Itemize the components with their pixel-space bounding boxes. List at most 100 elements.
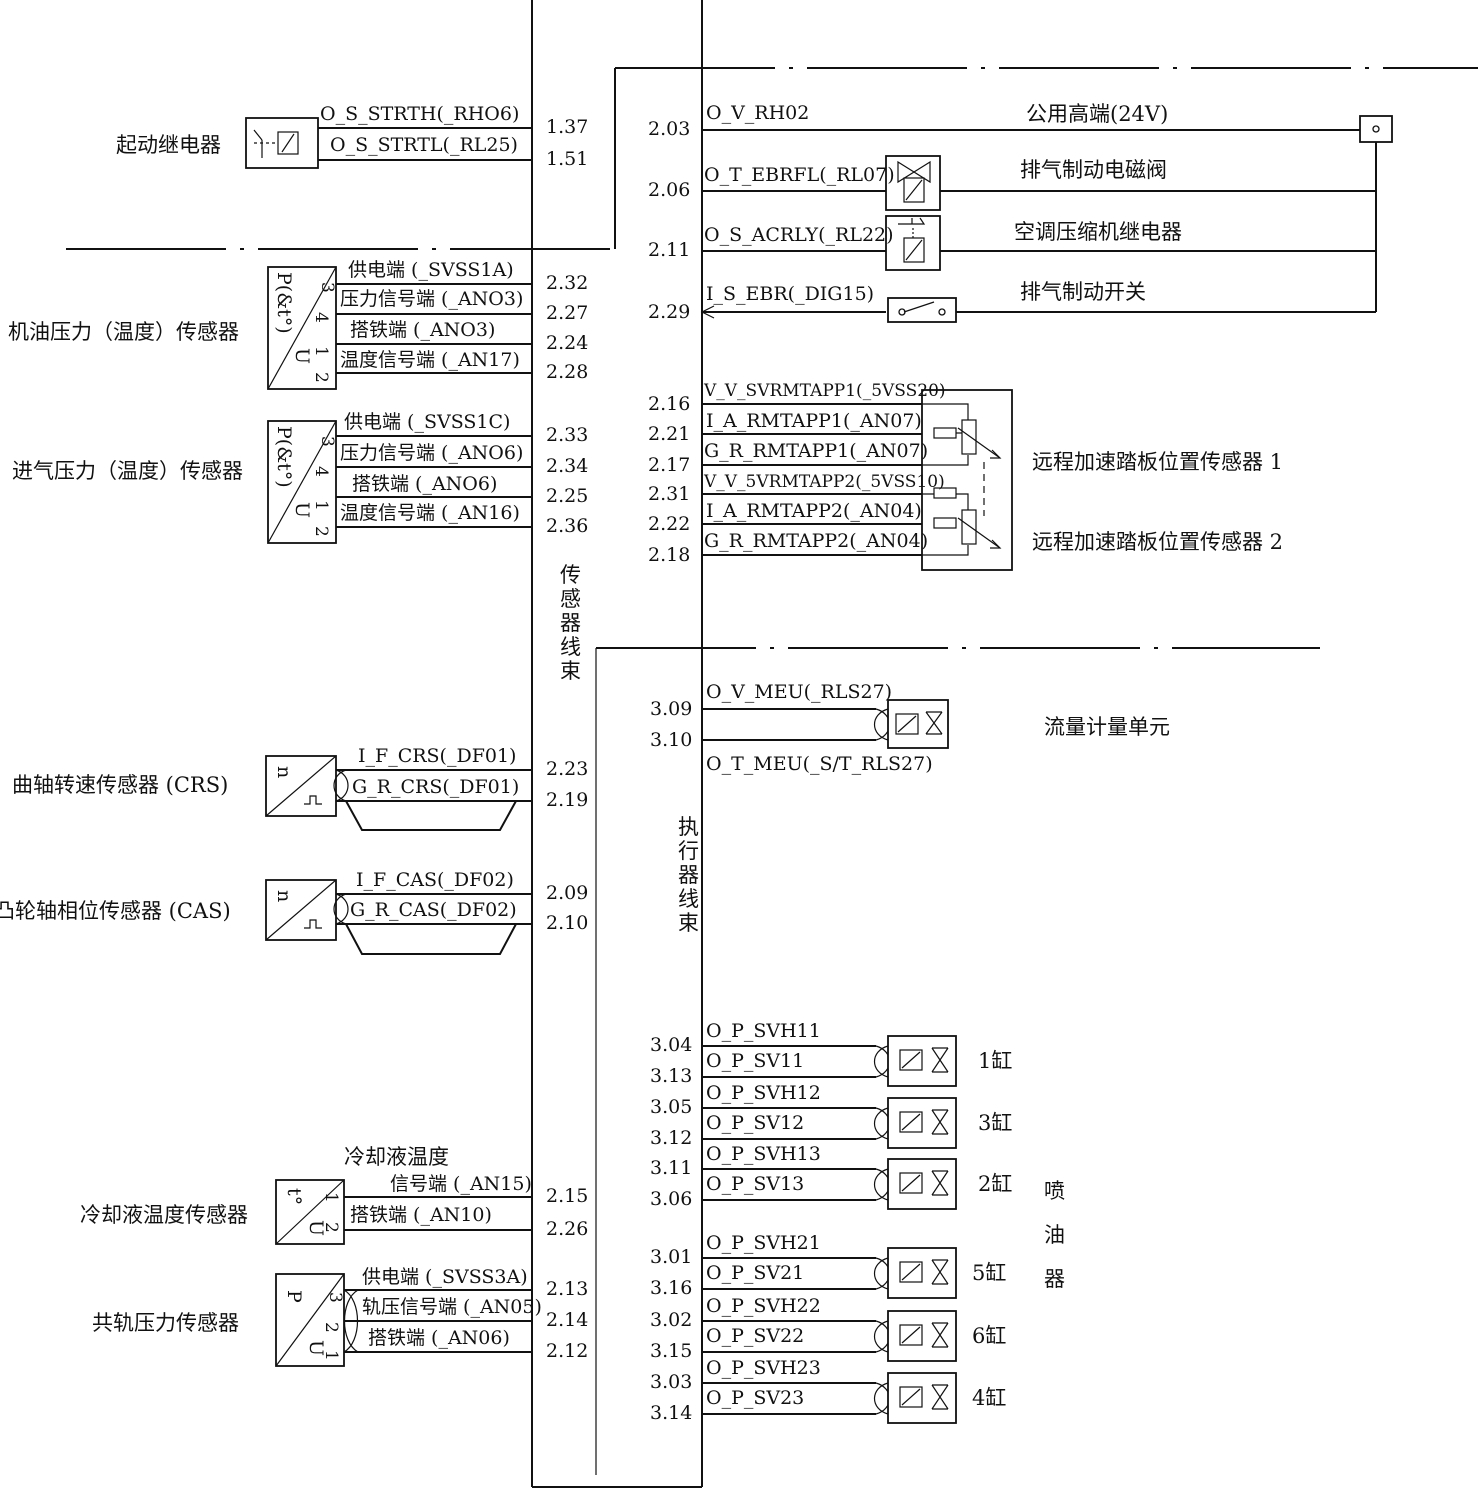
crankshaft-sensor: n 曲轴转速传感器 (CRS) I_F_CRS(_DF01) G_R_CRS(_… <box>12 745 588 831</box>
crs-label: 曲轴转速传感器 (CRS) <box>12 773 228 797</box>
pin-label: 3.01 <box>650 1246 692 1268</box>
signal-label: I_A_RMTAPP1(_AN07) <box>706 410 922 432</box>
signal-label: I_F_CAS(_DF02) <box>356 869 514 891</box>
sensor-symbol: n <box>273 766 295 778</box>
cylinder-label: 3缸 <box>978 1111 1012 1135</box>
pin-label: 2.09 <box>546 882 588 904</box>
cas-label: 凸轮轴相位传感器 (CAS) <box>0 899 231 923</box>
oil-pressure-sensor: P(&t°) U 3 4 1 2 机油压力（温度）传感器 供电端 (_SVSS1… <box>8 259 588 390</box>
signal-label: O_V_RH02 <box>706 102 809 124</box>
coolant-sensor-label: 冷却液温度传感器 <box>80 1203 248 1227</box>
signal-label: I_A_RMTAPP2(_AN04) <box>706 500 922 522</box>
signal-label: 搭铁端 (_AN10) <box>350 1204 492 1226</box>
signal-label: 温度信号端 (_AN16) <box>340 502 520 524</box>
cylinder-label: 4缸 <box>972 1386 1006 1410</box>
pin-label: 2.29 <box>648 301 690 323</box>
signal-label: 搭铁端 (_ANO3) <box>350 319 495 341</box>
ac-relay-label: 空调压缩机继电器 <box>1014 220 1182 244</box>
pin-label: 2.36 <box>546 515 588 537</box>
signal-label: G_R_RMTAPP1(_AN07) <box>704 440 928 462</box>
pin-label: 1.51 <box>546 148 588 170</box>
harness-bar <box>531 0 703 1488</box>
oil-sensor-label: 机油压力（温度）传感器 <box>8 320 239 344</box>
terminal-number: 4 <box>311 466 331 477</box>
pin-label: 2.25 <box>546 485 588 507</box>
terminal-number: 3 <box>317 282 337 293</box>
pin-label: 2.22 <box>648 513 690 535</box>
meu-label: 流量计量单元 <box>1044 715 1170 739</box>
sensor-symbol: n <box>273 890 295 902</box>
signal-label: O_V_MEU(_RLS27) <box>706 681 892 703</box>
sensor-unit: U <box>291 502 313 518</box>
signal-label: O_P_SV23 <box>706 1387 804 1409</box>
signal-label: G_R_CAS(_DF02) <box>350 899 517 921</box>
terminal-number: 1 <box>321 1192 341 1203</box>
sensor-symbol: P <box>283 1290 305 1303</box>
pin-label: 2.33 <box>546 424 588 446</box>
pin-label: 2.13 <box>546 1278 588 1300</box>
pedal-sensor-2-label: 远程加速踏板位置传感器 2 <box>1032 530 1283 554</box>
coolant-top-label: 冷却液温度 <box>344 1145 449 1169</box>
start-relay-label: 起动继电器 <box>116 133 221 157</box>
signal-label: G_R_RMTAPP2(_AN04) <box>704 530 928 552</box>
pin-label: 2.19 <box>546 789 588 811</box>
pin-label: 2.10 <box>546 912 588 934</box>
terminal-number: 3 <box>325 1292 345 1303</box>
exhaust-brake-valve-label: 排气制动电磁阀 <box>1020 158 1167 182</box>
signal-label: 压力信号端 (_ANO3) <box>340 288 523 310</box>
rail-pressure-sensor: P U 3 2 1 共轨压力传感器 供电端 (_SVSS3A) 轨压信号端 (_… <box>92 1266 588 1367</box>
injector-label: 喷油器 <box>1044 1179 1065 1291</box>
signal-label: 压力信号端 (_ANO6) <box>340 442 523 464</box>
signal-label: O_S_ACRLY(_RL22) <box>704 224 894 246</box>
signal-label: O_S_STRTH(_RHO6) <box>320 103 519 125</box>
pin-label: 3.02 <box>650 1309 692 1331</box>
pin-label: 2.24 <box>546 332 588 354</box>
pin-label: 2.28 <box>546 361 588 383</box>
pin-label: 2.23 <box>546 758 588 780</box>
pin-label: 3.05 <box>650 1096 692 1118</box>
top-right-circuits: 2.03 2.06 2.11 2.29 O_V_RH02 O_T_EBRFL(_… <box>648 102 1393 323</box>
signal-label: V_V_5VRMTAPP2(_5VSS10) <box>703 472 945 492</box>
signal-label: O_P_SV13 <box>706 1173 804 1195</box>
pin-label: 3.11 <box>650 1157 692 1179</box>
pin-label: 3.10 <box>650 729 692 751</box>
start-relay: 起动继电器 O_S_STRTH(_RHO6) O_S_STRTL(_RL25) … <box>116 103 588 170</box>
terminal-number: 3 <box>317 436 337 447</box>
pin-label: 3.04 <box>650 1034 692 1056</box>
pin-label: 2.11 <box>648 239 690 261</box>
signal-label: O_P_SV22 <box>706 1325 804 1347</box>
signal-label: O_P_SVH11 <box>706 1020 821 1042</box>
pin-label: 2.17 <box>648 454 690 476</box>
pin-label: 2.18 <box>648 544 690 566</box>
pin-label: 2.16 <box>648 393 690 415</box>
pin-label: 1.37 <box>546 116 588 138</box>
pin-label: 2.21 <box>648 423 690 445</box>
pin-label: 3.03 <box>650 1371 692 1393</box>
signal-label: O_P_SV12 <box>706 1112 804 1134</box>
pin-label: 2.34 <box>546 455 588 477</box>
pin-label: 3.09 <box>650 698 692 720</box>
terminal-number: 1 <box>321 1350 341 1361</box>
actuator-harness-label: 执行器线束 <box>678 815 699 935</box>
sensor-symbol: P(&t°) <box>273 426 295 488</box>
pedal-sensor-1-label: 远程加速踏板位置传感器 1 <box>1032 450 1283 474</box>
pin-label: 3.13 <box>650 1065 692 1087</box>
sensor-unit: U <box>305 1220 327 1236</box>
pin-label: 3.06 <box>650 1188 692 1210</box>
terminal-number: 1 <box>311 500 331 511</box>
cylinder-label: 6缸 <box>972 1324 1006 1348</box>
signal-label: 轨压信号端 (_AN05) <box>362 1296 542 1318</box>
pin-label: 2.15 <box>546 1185 588 1207</box>
signal-label: V_V_SVRMTAPP1(_5VSS20) <box>703 381 946 401</box>
terminal-number: 1 <box>311 346 331 357</box>
terminal-number: 4 <box>311 312 331 323</box>
pedal-position-sensors: 2.16 2.21 2.17 2.31 2.22 2.18 V_V_SVRMTA… <box>648 381 1283 571</box>
cylinder-label: 2缸 <box>978 1172 1012 1196</box>
pin-label: 2.31 <box>648 483 690 505</box>
signal-label: O_P_SV11 <box>706 1050 804 1072</box>
signal-label: O_P_SVH21 <box>706 1232 821 1254</box>
signal-label: 供电端 (_SVSS1A) <box>348 259 514 281</box>
signal-label: 温度信号端 (_AN17) <box>340 349 520 371</box>
